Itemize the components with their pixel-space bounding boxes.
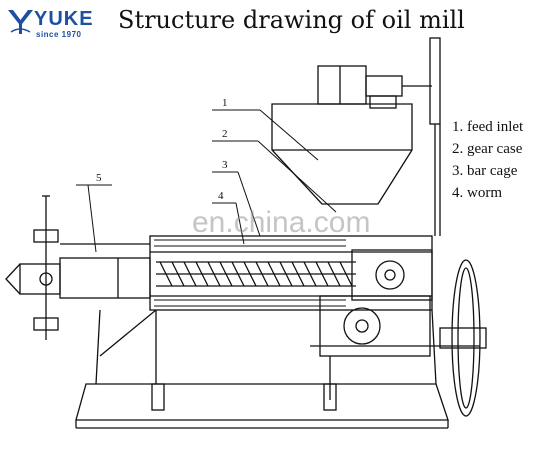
bar-cage [154,239,346,307]
logo-tagline: since 1970 [36,30,82,39]
legend-item-gear-case: 2. gear case [452,141,523,157]
callout-2: 2 [222,128,228,140]
logo-brand-text: YUKE [34,8,94,30]
vertical-rod [429,37,441,125]
callout-5: 5 [96,172,102,184]
press-barrel [149,235,433,311]
drive-pulley [451,259,481,417]
yuke-logo: YUKE since 1970 [6,6,102,40]
feed-hopper [271,103,413,205]
callout-1: 1 [222,97,228,109]
legend-item-bar-cage: 3. bar cage [452,163,518,179]
worm-screw [156,261,356,287]
parts-legend: 1. feed inlet 2. gear case 3. bar cage 4… [452,116,523,204]
callout-3: 3 [222,159,228,171]
motor-housing [317,65,367,105]
legend-item-worm: 4. worm [452,185,502,201]
logo-emblem-icon [8,10,33,34]
watermark: en.china.com [192,206,371,239]
callout-4: 4 [218,190,224,202]
coupling [365,75,403,97]
cone-end [19,263,61,295]
legend-item-feed-inlet: 1. feed inlet [452,119,524,135]
diagram-title: Structure drawing of oil mill [118,6,465,34]
outlet-housing [59,257,151,299]
machine-frame [75,309,449,421]
callout-leaders [76,109,337,253]
gear-case [351,249,433,301]
